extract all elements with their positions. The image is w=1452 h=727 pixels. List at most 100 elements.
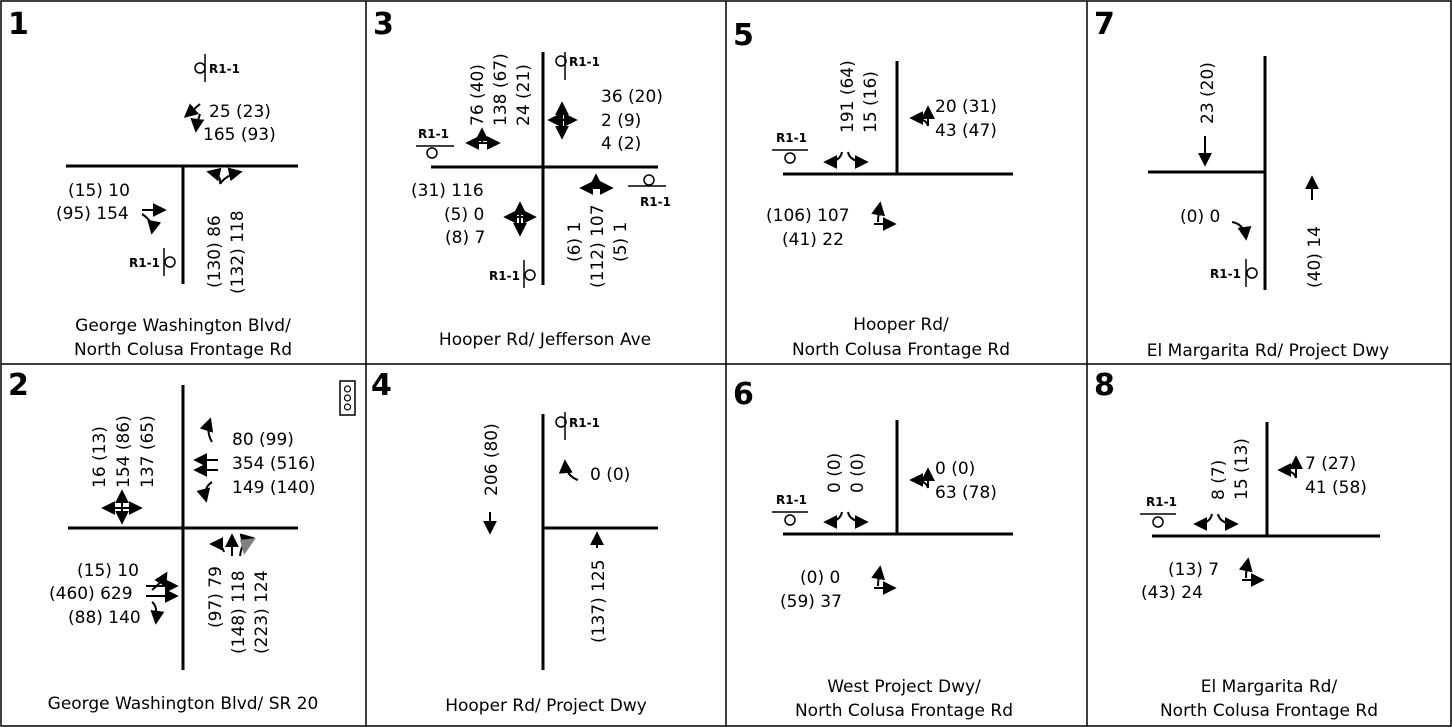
stop-sign-r1-1: R1-1	[628, 174, 671, 209]
svg-text:R1-1: R1-1	[776, 131, 807, 145]
intersection-name: West Project Dwy/	[827, 677, 981, 697]
volume-label: 0 (0)	[848, 453, 868, 493]
panel-1: 1 R1-1 R1-1 25 (23) 165 (93) (15) 10 (95…	[8, 7, 298, 360]
volume-label: (6) 1	[565, 222, 585, 262]
volume-label: (43) 24	[1141, 583, 1203, 603]
volume-label: 7 (27)	[1305, 454, 1356, 474]
stop-sign-r1-1: R1-1	[1140, 495, 1177, 528]
volume-label: (15) 10	[68, 181, 130, 201]
svg-text:R1-1: R1-1	[489, 269, 520, 283]
volume-label: 165 (93)	[203, 125, 276, 145]
volume-label: 63 (78)	[935, 483, 997, 503]
volume-label: 15 (16)	[861, 71, 881, 133]
volume-label: 41 (58)	[1305, 478, 1367, 498]
svg-text:R1-1: R1-1	[776, 493, 807, 507]
stop-sign-r1-1: R1-1	[416, 127, 454, 159]
volume-label: 76 (40)	[468, 64, 488, 126]
volume-label: 191 (64)	[838, 60, 858, 133]
volume-label: (130) 86	[205, 215, 225, 288]
volume-label: 154 (86)	[114, 415, 134, 488]
panel-number: 1	[8, 7, 29, 42]
stop-sign-r1-1: R1-1	[555, 412, 600, 440]
volume-label: 23 (20)	[1198, 62, 1218, 124]
volume-label: (0) 0	[800, 568, 840, 588]
volume-label: 36 (20)	[601, 87, 663, 107]
stop-sign-r1-1: R1-1	[194, 54, 240, 82]
stop-sign-r1-1: R1-1	[772, 131, 808, 164]
volume-label: (31) 116	[411, 181, 484, 201]
volume-label: 20 (31)	[935, 97, 997, 117]
volume-label: 8 (7)	[1209, 460, 1229, 500]
panel-4: 4 R1-1 206 (80) 0 (0) (137) 125 Hooper R…	[371, 368, 658, 716]
svg-text:R1-1: R1-1	[1210, 267, 1241, 281]
volume-label: (112) 107	[588, 204, 608, 288]
volume-label: 149 (140)	[232, 478, 316, 498]
volume-label: 15 (13)	[1232, 438, 1252, 500]
volume-label: 4 (2)	[601, 134, 641, 154]
intersection-name: North Colusa Frontage Rd	[1160, 701, 1378, 721]
svg-text:R1-1: R1-1	[640, 195, 671, 209]
volume-label: 137 (65)	[138, 415, 158, 488]
stop-sign-r1-1: R1-1	[772, 493, 808, 526]
panel-number: 6	[733, 377, 754, 412]
volume-label: (97) 79	[206, 566, 226, 628]
panel-6: 6 R1-1 0 (0) 0 (0) 0 (0) 63 (78) (0) 0 (…	[733, 377, 1013, 721]
volume-label: 354 (516)	[232, 454, 316, 474]
intersection-name: North Colusa Frontage Rd	[795, 701, 1013, 721]
svg-text:R1-1: R1-1	[418, 127, 449, 141]
stop-sign-r1-1: R1-1	[129, 248, 176, 276]
panel-number: 7	[1094, 7, 1115, 42]
volume-label: (59) 37	[780, 592, 842, 612]
panel-number: 3	[373, 7, 394, 42]
volume-label: (137) 125	[589, 559, 609, 643]
volume-label: 25 (23)	[209, 102, 271, 122]
panel-5: 5 R1-1 191 (64) 15 (16) 20 (31) 43 (47) …	[733, 18, 1013, 360]
volume-label: (40) 14	[1305, 226, 1325, 288]
panel-number: 8	[1094, 368, 1115, 403]
panel-number: 5	[733, 18, 754, 53]
volume-label: 0 (0)	[590, 465, 630, 485]
stop-sign-r1-1: R1-1	[489, 260, 536, 288]
volume-label: 24 (21)	[514, 64, 534, 126]
volume-label: 206 (80)	[482, 423, 502, 496]
panel-2: 2 16 (13)	[8, 368, 356, 714]
volume-label: 0 (0)	[935, 459, 975, 479]
volume-label: (5) 1	[611, 222, 631, 262]
intersection-name: George Washington Blvd/ SR 20	[48, 694, 319, 714]
intersection-name: North Colusa Frontage Rd	[74, 340, 292, 360]
volume-label: (106) 107	[766, 206, 850, 226]
stop-sign-r1-1: R1-1	[555, 52, 600, 80]
intersection-name: Hooper Rd/ Jefferson Ave	[439, 330, 651, 350]
intersection-name: North Colusa Frontage Rd	[792, 340, 1010, 360]
svg-text:R1-1: R1-1	[129, 256, 160, 270]
volume-label: (5) 0	[444, 205, 484, 225]
volume-label: (223) 124	[252, 570, 272, 654]
traffic-signal-icon	[339, 380, 356, 416]
volume-label: 138 (67)	[491, 53, 511, 126]
panel-number: 2	[8, 368, 29, 403]
panel-7: 7 R1-1 23 (20) (0) 0 (40) 14 El Margarit…	[1094, 7, 1389, 361]
volume-label: (13) 7	[1168, 560, 1219, 580]
volume-label: 2 (9)	[601, 111, 641, 131]
volume-label: (41) 22	[782, 230, 844, 250]
volume-label: (132) 118	[228, 210, 248, 294]
volume-label: 80 (99)	[232, 430, 294, 450]
svg-text:R1-1: R1-1	[1146, 495, 1177, 509]
panel-number: 4	[371, 368, 392, 403]
stop-sign-r1-1: R1-1	[1210, 259, 1258, 287]
intersection-name: Hooper Rd/ Project Dwy	[445, 696, 647, 716]
volume-label: (8) 7	[445, 228, 485, 248]
volume-label: 16 (13)	[90, 426, 110, 488]
volume-label: (460) 629	[49, 584, 133, 604]
volume-label: (95) 154	[56, 204, 129, 224]
volume-label: (15) 10	[77, 561, 139, 581]
panel-8: 8 R1-1 8 (7) 15 (13) 7 (27) 41 (58) (13)…	[1094, 368, 1380, 721]
svg-text:R1-1: R1-1	[569, 55, 600, 69]
intersection-name: El Margarita Rd/ Project Dwy	[1147, 341, 1389, 361]
svg-text:R1-1: R1-1	[569, 416, 600, 430]
volume-label: 43 (47)	[935, 121, 997, 141]
intersection-name: Hooper Rd/	[853, 315, 949, 335]
volume-label: (148) 118	[229, 570, 249, 654]
volume-label: (88) 140	[68, 608, 141, 628]
